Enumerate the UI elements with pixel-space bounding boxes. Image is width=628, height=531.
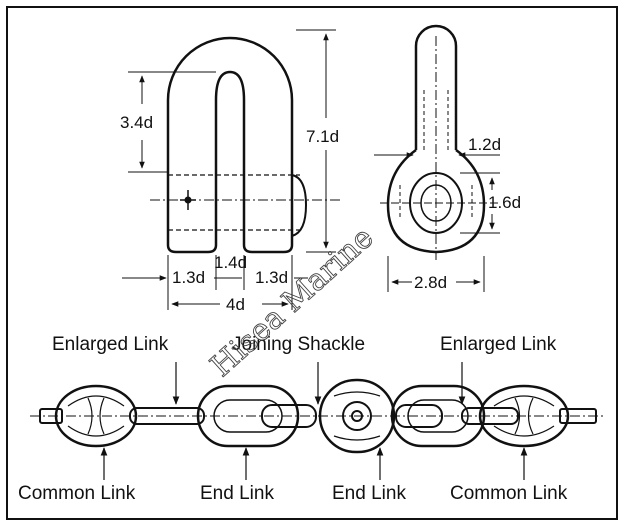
dim-total-height: 7.1d xyxy=(306,127,339,146)
chain-leader-arrows xyxy=(100,362,528,480)
label-enlarged-link-right: Enlarged Link xyxy=(440,334,557,355)
dim-inner-height: 3.4d xyxy=(120,113,153,132)
label-end-link-right: End Link xyxy=(332,483,406,504)
eye-dimensions xyxy=(374,152,500,292)
figure-frame xyxy=(6,6,618,520)
shackle-side-view xyxy=(380,24,500,260)
label-end-link-left: End Link xyxy=(200,483,274,504)
dim-inner-width: 1.4d xyxy=(214,253,247,272)
shackle-front-view xyxy=(150,36,340,254)
chain-assembly xyxy=(30,378,604,454)
label-common-link-right: Common Link xyxy=(450,483,568,504)
shackle-dimensions xyxy=(122,29,336,310)
dim-total-width: 4d xyxy=(226,295,245,314)
label-enlarged-link-left: Enlarged Link xyxy=(52,334,169,355)
dim-eye-width: 2.8d xyxy=(414,273,447,292)
label-joining-shackle: Joining Shackle xyxy=(232,334,365,355)
label-common-link-left: Common Link xyxy=(18,483,136,504)
dim-eye-thickness: 1.2d xyxy=(468,135,501,154)
dim-leg-right: 1.3d xyxy=(255,268,288,287)
dim-eye-hole: 1.6d xyxy=(488,193,521,212)
dim-leg-left: 1.3d xyxy=(172,268,205,287)
